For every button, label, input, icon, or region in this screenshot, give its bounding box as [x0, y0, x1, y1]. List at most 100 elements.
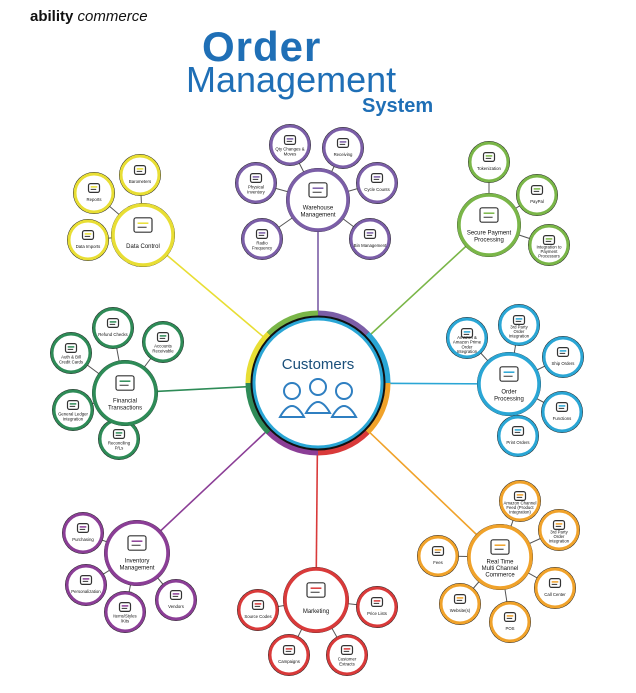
data-control-item-label: Barometers [129, 179, 151, 184]
inventory-item-label: Items/Styles/Kits [113, 614, 136, 624]
marketing-hub-label: Marketing [303, 609, 329, 615]
data-control-item [67, 219, 109, 261]
secure-payment-item-label: Tokenization [477, 166, 501, 171]
inventory-item [104, 591, 146, 633]
marketing-item-icon [370, 596, 384, 607]
order-processing-hub-icon [499, 366, 519, 382]
data-control-item-icon [81, 230, 95, 241]
inventory-hub-icon [127, 535, 147, 551]
marketing-item-label: Campaigns [278, 659, 300, 664]
title-management: Management [186, 59, 397, 100]
warehouse-item-label: Qty Changes &Moves [275, 147, 304, 157]
inventory-item [155, 579, 197, 621]
warehouse-item-label: Receiving [334, 152, 353, 157]
real-time-item-label: Fees [433, 560, 443, 565]
marketing-item-label: Price Lists [367, 611, 387, 616]
customers-icon [278, 378, 358, 418]
warehouse-hub [286, 168, 350, 232]
warehouse-item-label: Bin Management [354, 243, 387, 248]
data-control-item-icon [133, 165, 147, 176]
data-control-hub-label: Data Control [126, 244, 160, 250]
order-processing-item-icon [512, 315, 526, 326]
marketing-item [237, 589, 279, 631]
secure-payment-hub [457, 193, 521, 257]
warehouse-item-label: Cycle Counts [364, 187, 390, 192]
marketing-hub [283, 567, 349, 633]
order-processing-item-icon [555, 402, 569, 413]
marketing-item [356, 586, 398, 628]
customers-label: Customers [282, 356, 355, 373]
marketing-item-label: Source Codes [244, 614, 271, 619]
financial-item-icon [112, 429, 126, 440]
marketing-item-icon [251, 599, 265, 610]
order-processing-item-label: Functions [553, 416, 572, 421]
warehouse-item-icon [363, 229, 377, 240]
real-time-item-icon [453, 593, 467, 604]
inventory-hub [104, 520, 170, 586]
marketing-item [326, 634, 368, 676]
order-processing-item-label: Ship Orders [552, 361, 575, 366]
order-processing-item-icon [556, 347, 570, 358]
financial-item-icon [156, 332, 170, 343]
real-time-item-label: POS [505, 626, 514, 631]
inventory-item-label: Vendors [168, 604, 184, 609]
inventory-item-icon [79, 574, 93, 585]
inventory-item-icon [118, 601, 132, 612]
real-time-item-icon [552, 519, 566, 530]
data-control-item-label: Data Imports [76, 244, 101, 249]
marketing-item-icon [340, 644, 354, 655]
marketing-hub-icon [306, 582, 326, 598]
financial-hub [92, 360, 158, 426]
order-processing-item-icon [511, 426, 525, 437]
real-time-item [417, 535, 459, 577]
secure-payment-item [516, 174, 558, 216]
secure-payment-hub-icon [479, 207, 499, 223]
real-time-hub-icon [490, 539, 510, 555]
real-time-item-label: Call Center [544, 592, 566, 597]
inventory-item [62, 512, 104, 554]
order-processing-hub [477, 352, 541, 416]
warehouse-item-icon [249, 173, 263, 184]
order-processing-item-label: Print Orders [506, 440, 529, 445]
data-control-hub-icon [133, 217, 153, 233]
real-time-item-icon [513, 491, 527, 502]
real-time-item-label: Website(s) [450, 608, 471, 613]
order-processing-item-icon [460, 328, 474, 339]
inventory-item [65, 564, 107, 606]
real-time-hub [467, 524, 533, 590]
inventory-item-label: Personalization [71, 589, 101, 594]
warehouse-item-icon [336, 138, 350, 149]
real-time-item [489, 601, 531, 643]
customers-hub: Customers [245, 310, 391, 456]
marketing-item-icon [282, 644, 296, 655]
inventory-item-icon [76, 522, 90, 533]
real-time-item [439, 583, 481, 625]
inventory-item-icon [169, 589, 183, 600]
financial-item-label: Refund Checks [98, 332, 127, 337]
financial-hub-icon [115, 375, 135, 391]
financial-item-icon [66, 400, 80, 411]
marketing-item [268, 634, 310, 676]
title-system: System [362, 95, 434, 117]
real-time-item [534, 567, 576, 609]
secure-payment-item-icon [542, 235, 556, 246]
brand-logo: ability commerce [30, 8, 148, 25]
warehouse-item-icon [370, 173, 384, 184]
real-time-item [538, 509, 580, 551]
